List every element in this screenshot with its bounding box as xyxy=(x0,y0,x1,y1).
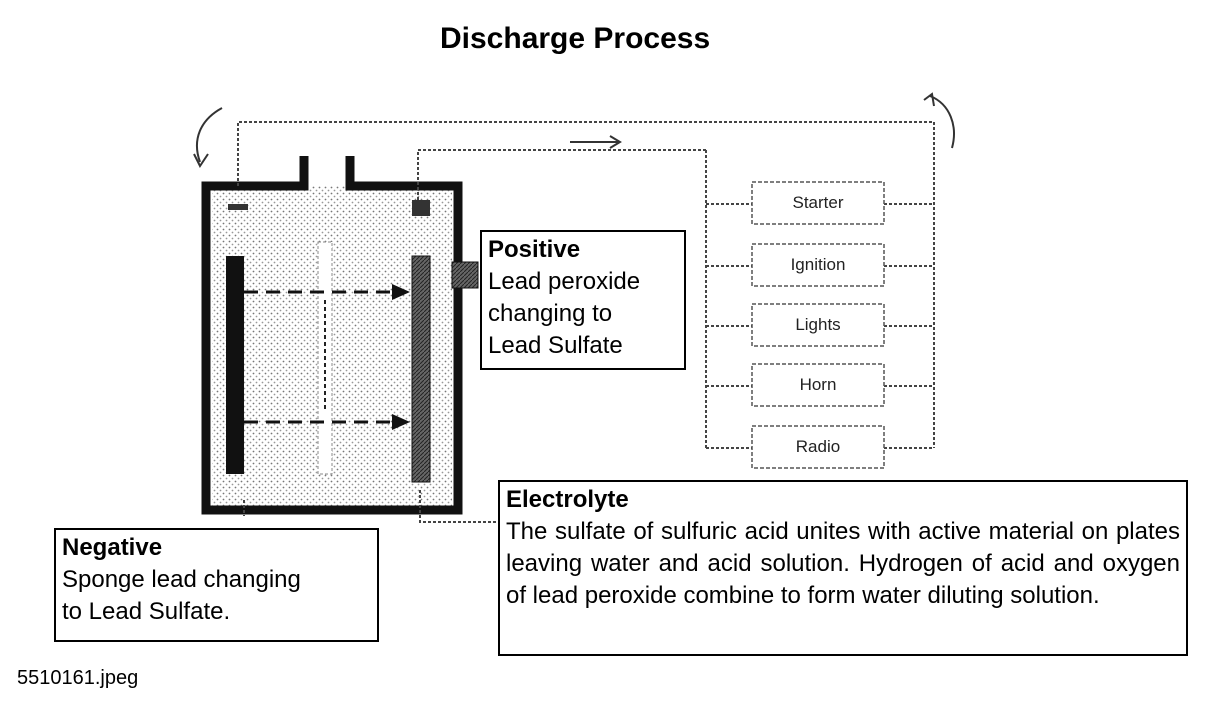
positive-callout: Positive Lead peroxide changing to Lead … xyxy=(480,230,686,370)
negative-callout: Negative Sponge lead changing to Lead Su… xyxy=(54,528,379,642)
negative-description: Sponge lead changing to Lead Sulfate. xyxy=(62,566,301,625)
load-label: Horn xyxy=(800,375,837,394)
side-terminal xyxy=(451,261,479,289)
load-label: Radio xyxy=(796,437,840,456)
negative-terminal xyxy=(228,204,248,210)
image-filename: 5510161.jpeg xyxy=(17,667,139,689)
load-lights: Lights xyxy=(706,303,934,347)
load-horn: Horn xyxy=(706,363,934,407)
loads: Starter Ignition Lights Horn Radio xyxy=(706,181,934,469)
electrolyte-heading: Electrolyte xyxy=(506,486,629,513)
positive-terminal xyxy=(412,200,430,216)
current-arrows xyxy=(193,92,955,168)
external-circuit xyxy=(237,121,935,523)
load-radio: Radio xyxy=(706,425,934,469)
load-label: Ignition xyxy=(791,255,846,274)
negative-plate xyxy=(226,256,244,474)
ion-flow-arrows xyxy=(244,284,410,430)
positive-heading: Positive xyxy=(488,236,581,263)
electrolyte-description: The sulfate of sulfuric acid unites with… xyxy=(506,518,1180,609)
electrolyte-callout: Electrolyte The sulfate of sulfuric acid… xyxy=(498,480,1188,656)
load-label: Lights xyxy=(795,315,840,334)
positive-plate xyxy=(411,255,431,483)
load-label: Starter xyxy=(792,193,843,212)
page-title: Discharge Process xyxy=(440,22,711,55)
load-starter: Starter xyxy=(706,181,934,225)
negative-heading: Negative xyxy=(62,534,163,561)
load-ignition: Ignition xyxy=(706,243,934,287)
positive-description: Lead peroxide changing to Lead Sulfate xyxy=(488,268,641,359)
